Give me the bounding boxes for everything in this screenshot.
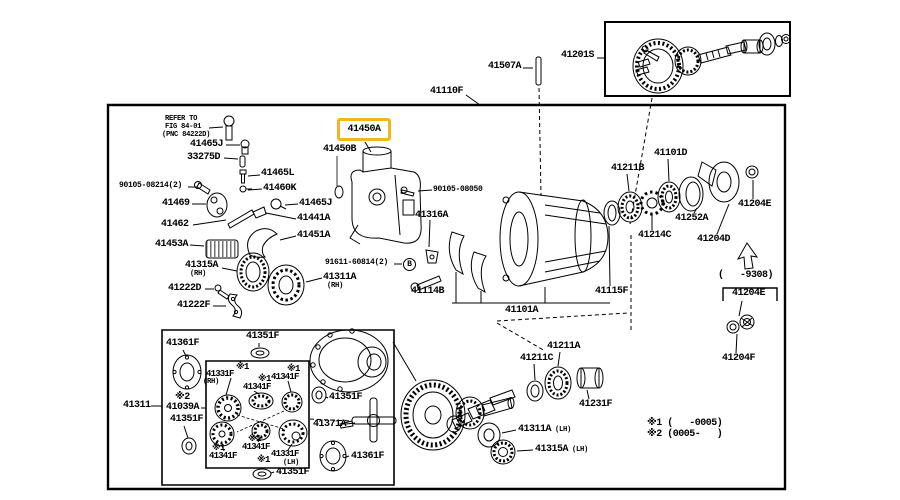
part-ring-gear-kit-drawing — [633, 33, 791, 93]
note-mark-x1-d: ※1 — [248, 434, 261, 444]
part-label-41331f-lh: 41331F — [271, 449, 299, 459]
part-label-41311a-rh: 41311A — [323, 272, 357, 283]
part-label-41039a: 41039A — [166, 402, 200, 413]
highlighted-part-label-41450a[interactable]: 41450A — [337, 118, 391, 141]
part-label-90105-08050: 90105-08050 — [433, 185, 483, 194]
part-label-41315a-lh: 41315A — [535, 444, 569, 455]
part-label-41450b: 41450B — [323, 144, 357, 155]
suffix-lh-3: (LH) — [283, 459, 300, 467]
part-label-41315a-rh: 41315A — [185, 260, 219, 271]
part-label-91611-60814: 91611-60814(2) — [325, 258, 389, 267]
part-label-41441a: 41441A — [297, 213, 331, 224]
part-label-41351f-a: 41351F — [170, 414, 204, 425]
part-actuator-41450a-drawing — [335, 147, 421, 244]
part-label-33275d: 33275D — [187, 152, 221, 163]
note-mark-x2: ※2 — [175, 392, 190, 403]
note-mark-x1-e: ※1 — [212, 443, 225, 453]
part-label-41351f-b: 41351F — [246, 331, 280, 342]
part-label-41114b: 41114B — [411, 286, 445, 297]
part-label-41211c: 41211C — [520, 353, 554, 364]
part-label-41331f-rh: 41331F — [206, 369, 234, 379]
part-label-41316a: 41316A — [415, 210, 449, 221]
part-label-41361f-a: 41361F — [166, 338, 200, 349]
part-label-41222d: 41222D — [168, 283, 202, 294]
part-label-41351f-c: 41351F — [329, 392, 363, 403]
right-bearing-stack — [618, 162, 758, 333]
part-label-41341f-b: 41341F — [271, 372, 299, 382]
part-label-41451a: 41451A — [297, 230, 331, 241]
part-label-41204e-boxed: 41204E — [732, 288, 766, 299]
part-label-41115f: 41115F — [595, 286, 629, 297]
part-label-90105-08214: 90105-08214(2) — [119, 181, 183, 190]
part-label-41469: 41469 — [162, 198, 190, 209]
part-label-41361f-b: 41361F — [351, 451, 385, 462]
note-mark-x1-c: ※1 — [287, 364, 300, 374]
note-mark-x1-a: ※1 — [236, 362, 249, 372]
part-label-41222f: 41222F — [177, 300, 211, 311]
part-label-41204e-top: 41204E — [738, 199, 772, 210]
footnote-2: ※2 (0005- ) — [647, 429, 723, 440]
subassembly-parts — [173, 329, 396, 479]
left-column-parts — [195, 116, 305, 318]
part-pin-41507a-drawing — [536, 57, 541, 85]
suffix-lh-1: (LH) — [555, 426, 572, 434]
part-label-41462: 41462 — [161, 219, 189, 230]
date-range-9308: ( -9308) — [718, 270, 774, 281]
part-label-41465j-b: 41465J — [299, 198, 333, 209]
part-label-41351f-d: 41351F — [276, 467, 310, 478]
part-label-41231f: 41231F — [579, 399, 613, 410]
footnote-1: ※1 ( -0005) — [647, 418, 723, 429]
inner-gear-set — [210, 392, 307, 446]
part-label-41453a: 41453A — [155, 239, 189, 250]
refer-note-line3: (PNC 84222D) — [162, 131, 211, 139]
main-frame — [108, 22, 790, 489]
note-mark-x1-b: ※1 — [258, 374, 271, 384]
part-extension-housing-drawing — [500, 192, 620, 286]
dashed-axis-lines — [237, 88, 652, 432]
suffix-rh-2: (RH) — [327, 282, 344, 290]
note-mark-x1-f: ※1 — [257, 455, 270, 465]
refer-note-line2: FIG 84-01 — [165, 123, 202, 131]
part-label-41341f-c: 41341F — [242, 442, 270, 452]
leader-lines — [151, 58, 753, 473]
part-label-41101a: 41101A — [505, 305, 539, 316]
part-label-41110f: 41110F — [430, 86, 464, 97]
part-label-41341f-d: 41341F — [209, 451, 237, 461]
part-label-41201s: 41201S — [561, 50, 595, 61]
part-label-41465l: 41465L — [261, 168, 295, 179]
part-label-41101d: 41101D — [654, 148, 688, 159]
part-label-41214c: 41214C — [638, 230, 672, 241]
part-label-41460k: 41460K — [263, 183, 297, 194]
refer-note-line1: REFER TO — [165, 115, 198, 123]
part-label-41371a: 41371A — [313, 419, 347, 430]
callout-b-circle: B — [403, 258, 416, 271]
part-label-41465j-a: 41465J — [190, 139, 224, 150]
part-label-41341f-a: 41341F — [243, 382, 271, 392]
part-label-41252a: 41252A — [675, 213, 709, 224]
part-retainers-drawing — [411, 232, 486, 292]
part-ring-gear-drawing — [401, 380, 514, 450]
part-label-41211a: 41211A — [547, 341, 581, 352]
part-label-41311: 41311 — [123, 400, 151, 411]
part-label-41204f: 41204F — [722, 353, 756, 364]
bracket-41204e — [723, 288, 777, 301]
suffix-lh-2: (LH) — [572, 446, 589, 454]
suffix-rh-3: (RH) — [203, 378, 220, 386]
part-label-41204d: 41204D — [697, 234, 731, 245]
part-label-41507a: 41507A — [488, 61, 522, 72]
part-label-41311a-lh: 41311A — [518, 424, 552, 435]
part-label-41211b: 41211B — [611, 163, 645, 174]
suffix-rh-1: (RH) — [190, 270, 207, 278]
